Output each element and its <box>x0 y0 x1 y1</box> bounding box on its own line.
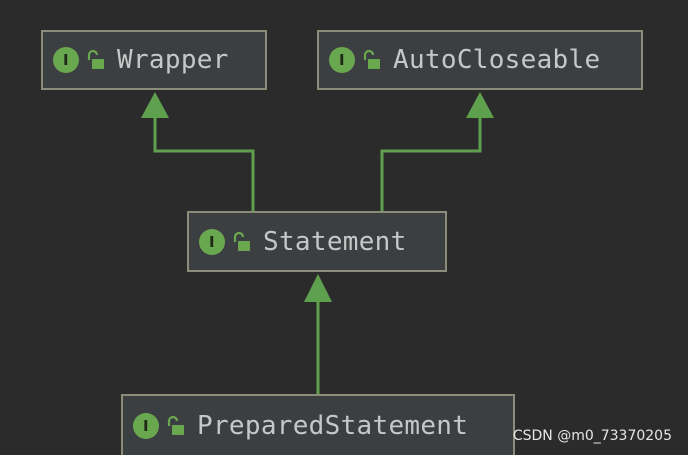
interface-badge-icon: I <box>133 412 159 439</box>
node-statement[interactable]: I Statement <box>187 211 447 272</box>
node-label: Wrapper <box>117 45 229 75</box>
node-label: PreparedStatement <box>197 410 469 441</box>
edge-statement-to-autocloseable <box>380 116 482 211</box>
arrowhead-autocloseable <box>466 92 494 118</box>
node-wrapper[interactable]: I Wrapper <box>41 30 267 90</box>
interface-badge-icon: I <box>199 228 225 255</box>
interface-badge-icon: I <box>53 47 79 73</box>
node-autocloseable[interactable]: I AutoCloseable <box>317 30 643 90</box>
edge-statement-to-wrapper <box>153 116 255 211</box>
arrowhead-statement <box>304 274 332 302</box>
node-preparedstatement[interactable]: I PreparedStatement <box>121 394 515 455</box>
unlocked-padlock-icon <box>167 415 184 435</box>
unlocked-padlock-icon <box>87 49 104 69</box>
node-label: AutoCloseable <box>393 45 601 75</box>
unlocked-padlock-icon <box>363 49 380 69</box>
watermark: CSDN @m0_73370205 <box>512 428 672 444</box>
arrowhead-wrapper <box>141 92 169 118</box>
interface-badge-icon: I <box>329 47 355 73</box>
unlocked-padlock-icon <box>233 231 250 251</box>
node-label: Statement <box>263 226 407 257</box>
